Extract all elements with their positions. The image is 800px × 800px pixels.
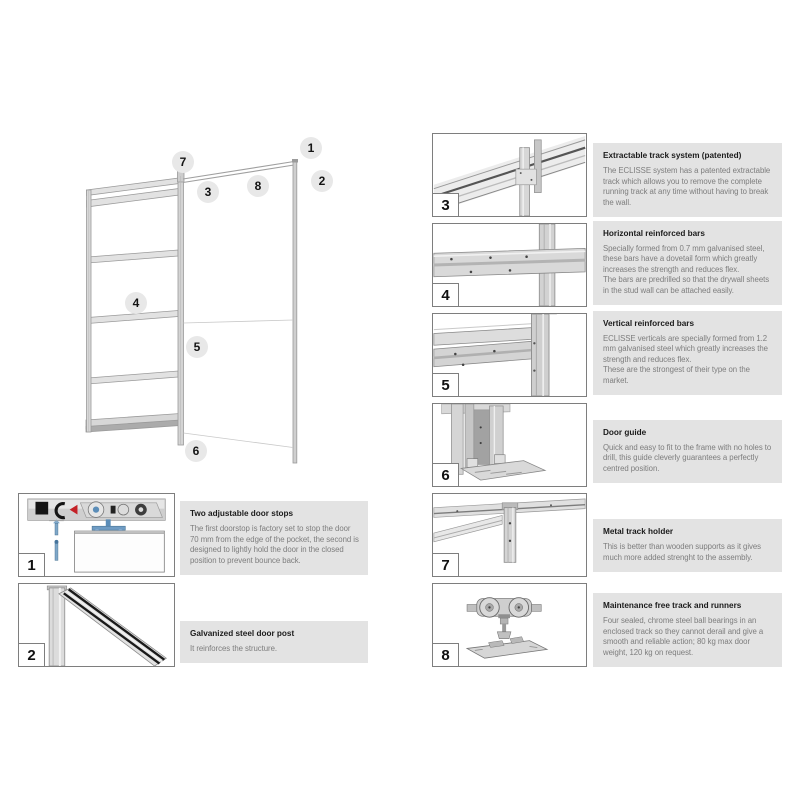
panel-body: This is better than wooden supports as i…: [603, 542, 762, 562]
thumbnail-track-holder: 7: [432, 493, 587, 577]
textbox-door-guide: Door guide Quick and easy to fit to the …: [593, 419, 782, 483]
track-line: [182, 160, 295, 184]
door-post-illustration: [46, 585, 167, 666]
textbox-vertical-bars: Vertical reinforced bars ECLISSE vertica…: [593, 310, 782, 395]
thumbnail-vertical-bars: 5: [432, 313, 587, 397]
thumbnail-door-guide: 6: [432, 403, 587, 487]
textbox-horizontal-bars: Horizontal reinforced bars Specially for…: [593, 220, 782, 305]
callout-6-number: 6: [192, 444, 200, 458]
callout-4-number: 4: [132, 296, 140, 310]
frame-highlights: [88, 176, 181, 445]
callout-7: 7: [172, 151, 194, 173]
panel-body: It reinforces the structure.: [190, 643, 278, 653]
callout-6: 6: [185, 440, 207, 462]
thumbnail-door-stops: 1: [18, 493, 175, 577]
panel-title: Galvanized steel door post: [190, 628, 295, 638]
track-holder-illustration: [433, 498, 586, 563]
panel-number: 7: [433, 553, 459, 576]
callout-3-number: 3: [204, 185, 212, 199]
callout-7-number: 7: [179, 155, 187, 169]
door-post: [292, 159, 298, 464]
callout-8: 8: [247, 175, 269, 197]
panel-title: Extractable track system (patented): [603, 151, 742, 161]
door-guide-illustration: [441, 404, 547, 481]
callout-1: 1: [300, 137, 322, 159]
door-stops-illustration: [27, 498, 166, 573]
callout-5-number: 5: [193, 340, 201, 354]
textbox-runners: Maintenance free track and runners Four …: [593, 593, 782, 667]
callout-4: 4: [125, 292, 147, 314]
panel-number: 4: [433, 283, 459, 306]
thumbnail-extractable-track: 3: [432, 133, 587, 217]
pocket-door-frame-diagram: [85, 159, 298, 464]
panel-title: Two adjustable door stops: [190, 509, 294, 519]
runners-illustration: [465, 597, 549, 659]
horizontal-bars-illustration: [433, 224, 586, 306]
callout-3: 3: [197, 181, 219, 203]
textbox-track-holder: Metal track holder This is better than w…: [593, 519, 782, 572]
panel-title: Door guide: [603, 427, 647, 437]
callout-2: 2: [311, 170, 333, 192]
thumbnail-door-post: 2: [18, 583, 175, 667]
panel-title: Horizontal reinforced bars: [603, 228, 705, 238]
panel-title: Maintenance free track and runners: [603, 601, 742, 611]
panel-number: 6: [433, 463, 459, 486]
panel-number: 2: [19, 643, 45, 666]
callout-2-number: 2: [318, 174, 326, 188]
panel-body: Specially formed from 0.7 mm galvanised …: [603, 243, 770, 295]
textbox-door-post: Galvanized steel door post It reinforces…: [180, 620, 368, 663]
thumbnail-horizontal-bars: 4: [432, 223, 587, 307]
extractable-track-illustration: [433, 135, 586, 216]
panel-body: The first doorstop is factory set to sto…: [190, 524, 359, 565]
frame-cage: [85, 167, 185, 446]
textbox-door-stops: Two adjustable door stops The first door…: [180, 501, 368, 575]
panel-body: The ECLISSE system has a patented extrac…: [603, 166, 771, 207]
callout-5: 5: [186, 336, 208, 358]
panel-number: 1: [19, 553, 45, 576]
callout-1-number: 1: [307, 141, 315, 155]
panel-number: 8: [433, 643, 459, 666]
thumbnail-runners: 8: [432, 583, 587, 667]
reference-wires: [183, 319, 294, 448]
panel-body: ECLISSE verticals are specially formed f…: [603, 333, 768, 385]
panel-body: Quick and easy to fit to the frame with …: [603, 442, 772, 473]
textbox-extractable-track: Extractable track system (patented) The …: [593, 143, 782, 217]
vertical-bars-illustration: [433, 314, 557, 396]
callout-8-number: 8: [254, 179, 262, 193]
panel-title: Metal track holder: [603, 527, 674, 537]
panel-number: 5: [433, 373, 459, 396]
panel-number: 3: [433, 193, 459, 216]
panel-title: Vertical reinforced bars: [603, 318, 695, 328]
panel-body: Four sealed, chrome steel ball bearings …: [603, 616, 764, 657]
